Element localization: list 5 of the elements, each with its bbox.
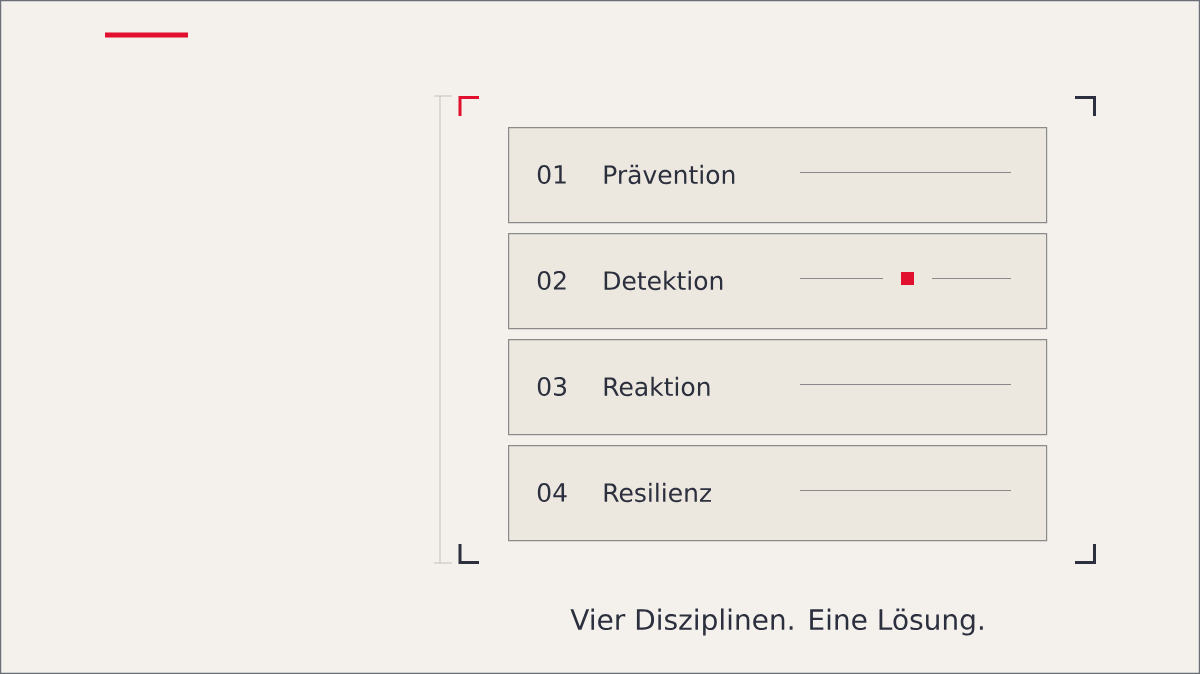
caption: Vier Disziplinen. Eine Lösung. <box>570 608 983 636</box>
discipline-box: 03 Reaktion <box>508 339 1048 436</box>
discipline-box: 02 Detektion <box>508 233 1048 330</box>
discipline-box: 01 Prävention <box>508 127 1048 224</box>
discipline-box: 04 Resilienz <box>508 445 1048 542</box>
